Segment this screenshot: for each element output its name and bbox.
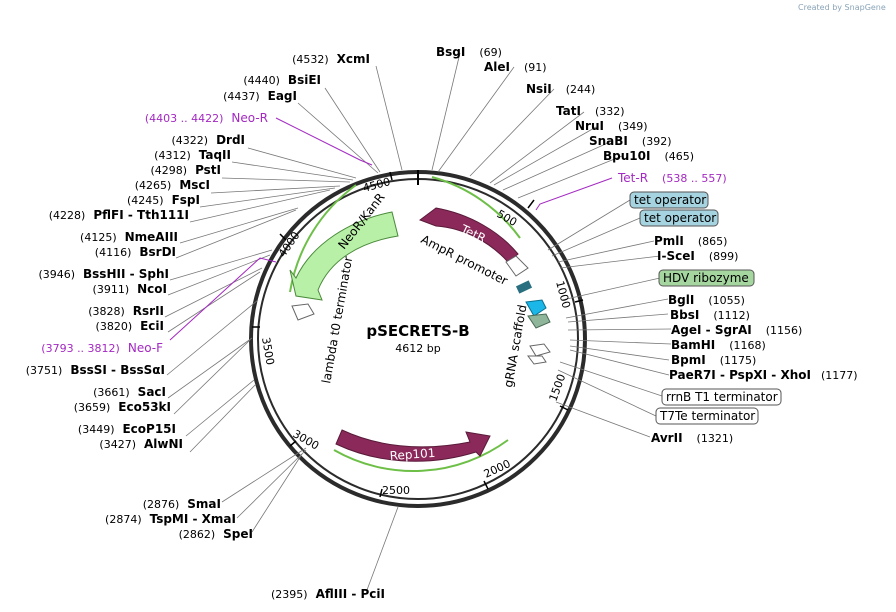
primer-tet-r[interactable]: Tet-R(538 .. 557) — [617, 171, 727, 185]
rep-strand-arc — [333, 439, 509, 473]
site-bsssi[interactable]: (3751)BssSI - BssSαI — [26, 363, 165, 377]
rrnb-terminator-arrow[interactable] — [529, 343, 551, 357]
leader-lines — [164, 52, 672, 591]
tick-3500: 3500 — [259, 336, 277, 366]
site-eagi[interactable]: (4437)EagI — [223, 89, 297, 103]
ampr-promoter-arrow[interactable] — [505, 255, 529, 277]
site-nsii[interactable]: NsiI(244) — [526, 82, 595, 96]
site-avrii[interactable]: AvrII(1321) — [651, 431, 733, 445]
grna-scaffold-label: gRNA scaffold — [501, 304, 529, 389]
site-pflfi-tth111i[interactable]: (4228)PflFI - Tth111I — [49, 208, 189, 222]
feature-t7te: T7Te terminator — [659, 409, 755, 423]
site-xcmi[interactable]: (4532)XcmI — [292, 52, 370, 66]
rep101-arrow[interactable] — [335, 429, 491, 462]
site-ecii[interactable]: (3820)EciI — [96, 319, 164, 333]
feature-box-rrnb-t1[interactable] — [661, 388, 782, 406]
site-psti[interactable]: (4298)PstI — [150, 163, 221, 177]
site-i-scei[interactable]: I-SceI(899) — [657, 249, 738, 263]
site-tati[interactable]: TatI(332) — [556, 104, 625, 118]
site-pmli[interactable]: PmlI(865) — [654, 234, 727, 248]
site-bsiei[interactable]: (4440)BsiEI — [243, 73, 321, 87]
feature-box-t7te[interactable] — [655, 407, 759, 425]
t7te-terminator-arrow[interactable] — [527, 355, 547, 365]
feature-rrnb-t1: rrnB T1 terminator — [666, 390, 778, 404]
feature-box-tet-operator-1[interactable] — [629, 191, 709, 209]
sites-right: BsgI(69) AleI(91) NsiI(244) TatI(332) Nr… — [436, 45, 858, 445]
site-alwni[interactable]: (3427)AlwNI — [99, 437, 183, 451]
site-ecop15i[interactable]: (3449)EcoP15I — [78, 422, 176, 436]
tetr-strand-arc — [431, 176, 521, 239]
site-bbsi[interactable]: BbsI(1112) — [670, 308, 750, 322]
lambda-terminator-arrow[interactable] — [291, 303, 315, 321]
rep101-label: Rep101 — [389, 446, 436, 463]
site-alei[interactable]: AleI(91) — [484, 60, 547, 74]
sites-left: (4532)XcmI (4440)BsiEI (4437)EagI (4403 … — [26, 52, 370, 451]
site-spei[interactable]: (2862)SpeI — [179, 527, 253, 541]
site-drdi[interactable]: (4322)DrdI — [171, 133, 245, 147]
hdv-ribozyme-arrow[interactable] — [525, 299, 547, 317]
feature-box-tet-operator-2[interactable] — [639, 209, 719, 227]
site-nrui[interactable]: NruI(349) — [575, 119, 648, 133]
tick-500: 500 — [495, 207, 520, 229]
site-tspmi-xmai[interactable]: (2874)TspMI - XmaI — [105, 512, 236, 526]
site-bpmi[interactable]: BpmI(1175) — [671, 353, 756, 367]
feature-box-hdv-ribozyme[interactable] — [658, 269, 755, 287]
feature-tet-operator-1: tet operator — [634, 193, 706, 207]
feature-hdv-ribozyme: HDV ribozyme — [663, 271, 749, 285]
ribozyme-block[interactable] — [527, 313, 551, 329]
tick-1000: 1000 — [553, 279, 573, 309]
tet-operator-block[interactable] — [515, 280, 533, 294]
site-fspi[interactable]: (4245)FspI — [127, 193, 200, 207]
primer-neo-r[interactable]: (4403 .. 4422)Neo-R — [145, 111, 268, 125]
tick-3000: 3000 — [291, 427, 322, 452]
site-eco53ki[interactable]: (3659)Eco53kI — [74, 400, 171, 414]
tick-1500: 1500 — [547, 372, 569, 403]
site-saci[interactable]: (3661)SacI — [93, 385, 166, 399]
site-taqii[interactable]: (4312)TaqII — [154, 148, 231, 162]
neor-kanr-arrow[interactable] — [289, 211, 399, 301]
site-snabi[interactable]: SnaBI(392) — [589, 134, 672, 148]
site-ncoi[interactable]: (3911)NcoI — [93, 282, 167, 296]
site-msci[interactable]: (4265)MscI — [135, 178, 210, 192]
site-bsrdi[interactable]: (4116)BsrDI — [95, 245, 176, 259]
site-rsrii[interactable]: (3828)RsrII — [88, 304, 164, 318]
site-paer7i-pspxi-xhoi[interactable]: PaeR7I - PspXI - XhoI(1177) — [669, 368, 858, 382]
feature-tet-operator-2: tet operator — [644, 211, 716, 225]
primer-leaders — [169, 117, 613, 341]
plasmid-name: pSECRETS-B — [366, 322, 469, 340]
watermark-text: Created by SnapGene — [798, 3, 886, 12]
site-bpu10i[interactable]: Bpu10I(465) — [603, 149, 694, 163]
site-bamhi[interactable]: BamHI(1168) — [671, 338, 766, 352]
site-smai[interactable]: (2876)SmaI — [143, 497, 221, 511]
site-agei-sgrai[interactable]: AgeI - SgrAI(1156) — [671, 323, 802, 337]
site-nmeaiii[interactable]: (4125)NmeAIII — [80, 230, 178, 244]
site-bsshii-sphi[interactable]: (3946)BssHII - SphI — [38, 267, 169, 281]
site-afliii-pcii[interactable]: (2395)AflIII - PciI — [271, 587, 385, 601]
tick-marks — [252, 171, 584, 498]
site-bgli[interactable]: BglI(1055) — [668, 293, 745, 307]
primer-neo-f[interactable]: (3793 .. 3812)Neo-F — [41, 341, 163, 355]
site-bsgi[interactable]: BsgI(69) — [436, 45, 502, 59]
tick-2500: 2500 — [382, 484, 410, 497]
sites-bottom: (2876)SmaI (2874)TspMI - XmaI (2862)SpeI… — [105, 497, 385, 601]
plasmid-size: 4612 bp — [395, 342, 440, 355]
